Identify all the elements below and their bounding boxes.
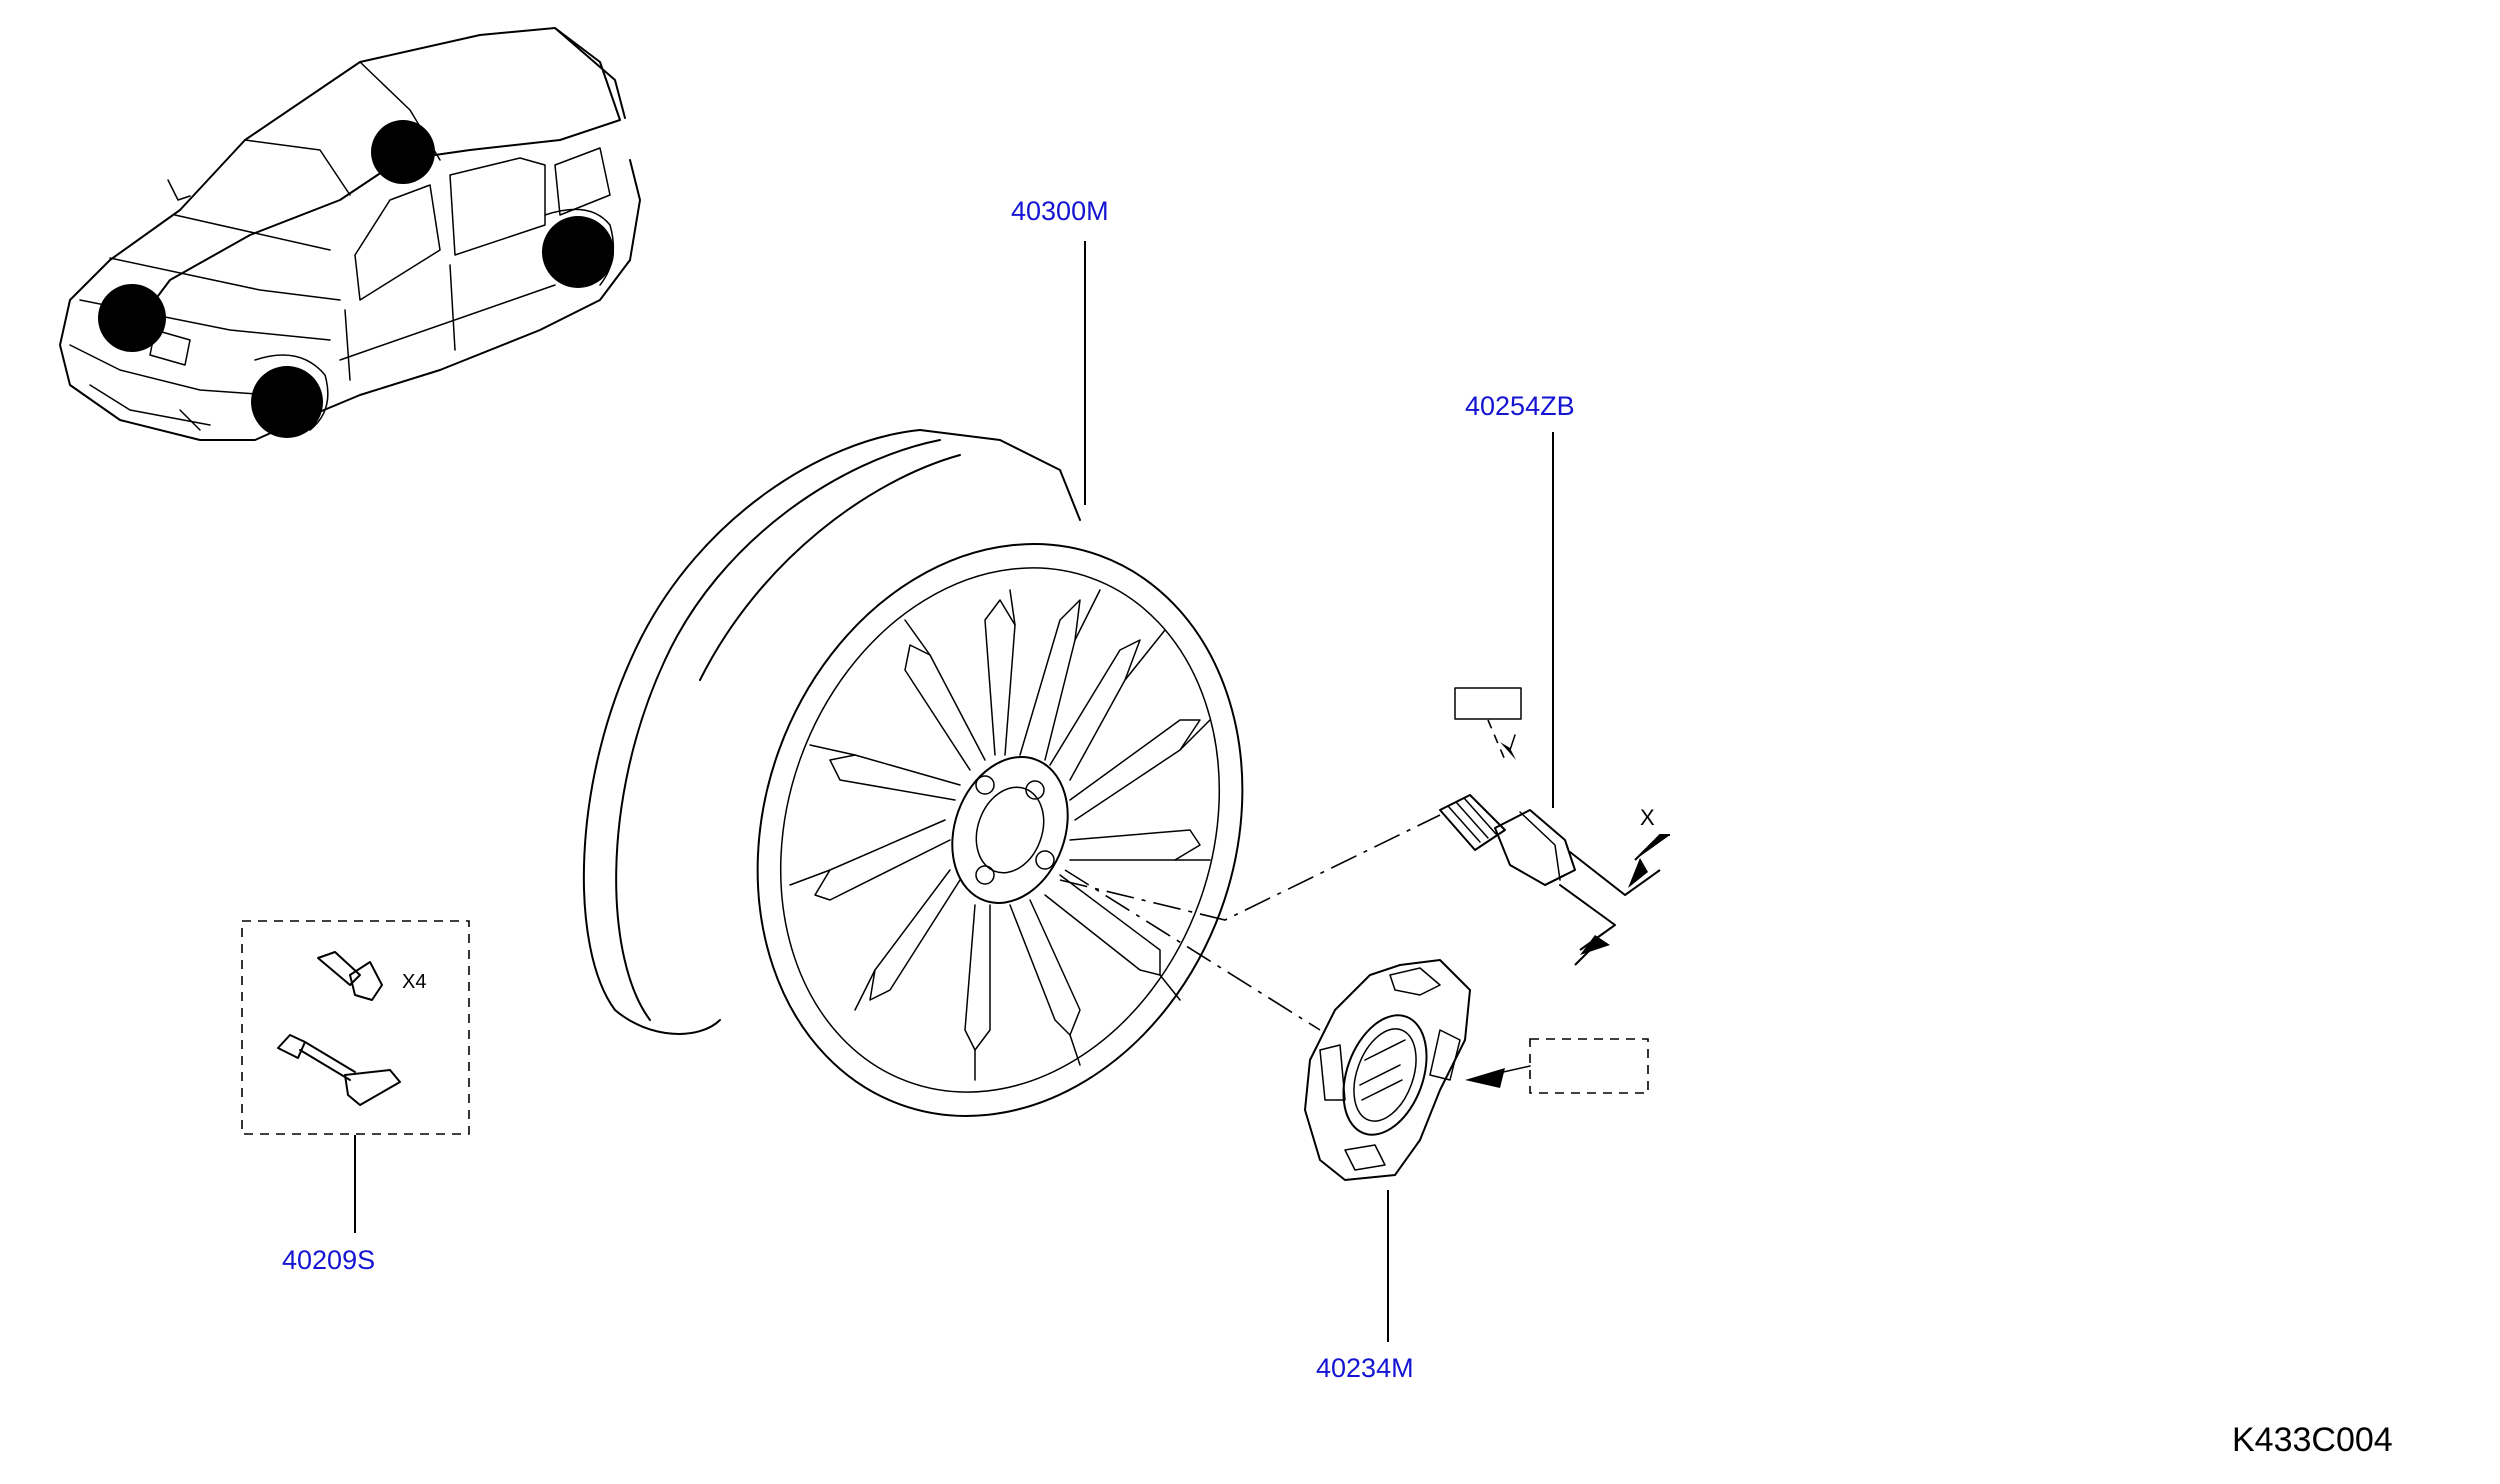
part-label-valve[interactable]: 40254ZB (1465, 391, 1575, 421)
wheel-illustration[interactable] (582, 429, 1321, 1185)
valve-centerline (1059, 814, 1441, 921)
diagram-code: K433C004 (2232, 1421, 2393, 1459)
lock-key-icon (277, 1034, 401, 1106)
lock-kit-box (241, 920, 470, 1135)
quantity-label: X4 (402, 971, 426, 993)
reference-box-valve (1454, 687, 1522, 720)
center-cap-centerline (1064, 869, 1321, 1031)
lock-bolt-icon (317, 951, 383, 1001)
part-label-wheel[interactable]: 40300M (1011, 196, 1109, 226)
part-label-lock-kit[interactable]: 40209S (282, 1245, 375, 1275)
vehicle-illustration (59, 27, 641, 441)
center-cap-illustration[interactable] (1304, 959, 1471, 1181)
valve-reference-line (1487, 719, 1506, 761)
reference-box-cap (1529, 1038, 1649, 1094)
dimension-label: X (1640, 805, 1655, 830)
cap-reference-arrow (1465, 1068, 1505, 1088)
part-label-center-cap[interactable]: 40234M (1316, 1353, 1414, 1383)
valve-illustration[interactable] (1439, 734, 1670, 966)
